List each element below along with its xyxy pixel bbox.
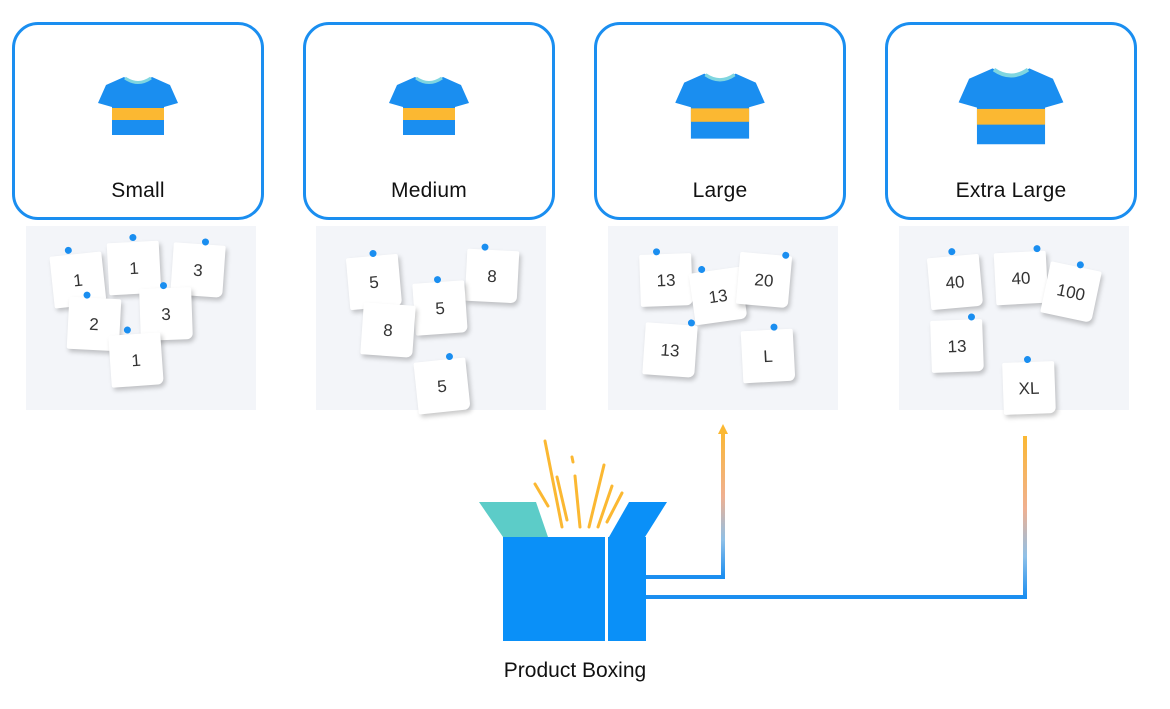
size-card-small: Small	[12, 22, 264, 220]
tshirt-icon	[389, 76, 469, 135]
connector-line-large	[646, 430, 725, 579]
size-card-medium: Medium	[303, 22, 555, 220]
estimate-board-small: 1 1 3 2 3 1	[26, 226, 256, 410]
product-boxing-label: Product Boxing	[503, 659, 647, 682]
open-box-icon	[479, 439, 667, 641]
size-label: Large	[692, 179, 748, 202]
size-label: Small	[111, 179, 165, 202]
tshirt-icon	[675, 73, 765, 139]
tshirt-icon	[958, 67, 1064, 145]
size-label: Extra Large	[955, 179, 1067, 202]
estimate-board-extra-large: 40 40 100 13 XL	[899, 226, 1129, 415]
connector-line-extra-large	[646, 436, 1027, 599]
size-card-extra-large: Extra Large	[885, 22, 1137, 220]
estimate-board-large: 13 13 20 13 L	[608, 226, 838, 410]
size-card-large: Large	[594, 22, 846, 220]
tshirt-icon	[98, 76, 178, 135]
size-label: Medium	[391, 179, 467, 202]
connector-arrow-large	[718, 424, 728, 434]
estimate-board-medium: 5 8 5 8 5	[316, 226, 546, 415]
